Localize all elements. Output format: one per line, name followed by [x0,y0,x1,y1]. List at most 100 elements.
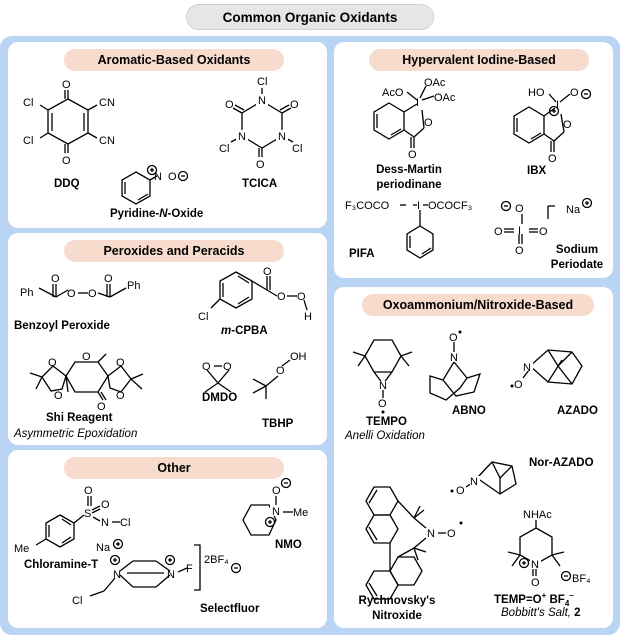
atom: O [67,288,76,300]
atom: F [186,563,193,575]
header-other: Other [64,457,284,479]
atom: N [450,352,458,364]
label-shi-subtitle: Asymmetric Epoxidation [14,428,138,440]
atom: O [408,149,417,161]
label-mcpba: m-CPBA [221,325,268,337]
atom: I [556,99,559,111]
atom: N [272,506,280,518]
atom: Na [566,204,581,216]
atom: CN [99,135,115,147]
atom: Cl [198,311,208,323]
atom: NHAc [523,509,552,521]
label-dmdo: DMDO [202,392,238,404]
atom: O [51,273,60,285]
header-aromatic: Aromatic-Based Oxidants [64,49,284,71]
atom: O [223,361,232,373]
atom: O [539,226,548,238]
label-nor-azado: Nor-AZADO [529,457,594,469]
atom: N [470,476,478,488]
atom: H [304,311,312,323]
atom: O [276,365,285,377]
atom: O [202,361,211,373]
label-tbhp: TBHP [262,418,294,430]
atom: O [514,379,523,391]
atom: O [62,79,71,91]
label-chloramine-t: Chloramine-T [24,559,99,571]
panel-hypervalent [334,42,613,278]
atom: N [101,517,109,529]
atom: N [167,569,175,581]
atom: O [378,398,387,410]
atom: O [456,485,465,497]
panel-peroxides [8,233,327,445]
label-rychnovsky: Rychnovsky's Nitroxide [358,595,436,622]
atom: N [258,95,266,107]
label-abno: ABNO [452,405,486,417]
header-oxoammonium: Oxoammonium/Nitroxide-Based [362,294,594,316]
atom: Cl [219,143,229,155]
atom: N [278,131,286,143]
atom: O [104,273,113,285]
atom: Na [96,542,111,554]
atom: O [515,203,524,215]
atom: O [225,99,234,111]
atom: I [416,97,419,109]
atom: OAc [424,77,446,89]
atom: O [548,153,557,165]
label-ibx: IBX [527,165,547,177]
atom: OCOCF₃ [428,200,472,212]
atom: Cl [72,595,82,607]
panel-aromatic [8,42,327,228]
atom: I [518,225,521,237]
atom: O [84,485,93,497]
atom: Cl [120,517,130,529]
label-tempo: TEMPO [366,416,407,428]
atom: AcO [382,87,404,99]
atom: N [154,171,162,183]
atom: N [379,380,387,392]
atom: Ph [127,280,140,292]
atom: Cl [23,97,33,109]
page-title: Common Organic Oxidants [186,4,434,30]
label-bobbitt-subtitle: Bobbitt's Salt, 2 [501,607,581,619]
label-tempo-subtitle: Anelli Oxidation [345,430,425,442]
header-hypervalent: Hypervalent Iodine-Based [369,49,589,71]
atom: O [297,291,306,303]
label-nmo: NMO [275,539,302,551]
atom: O [62,155,71,167]
atom: O [424,117,433,129]
header-peroxides: Peroxides and Peracids [64,240,284,262]
atom: O [263,266,272,278]
atom: 2BF₄ [204,554,229,566]
atom: BF₄ [572,573,591,585]
atom: O [277,291,286,303]
atom: O [290,99,299,111]
atom: O [531,577,540,589]
atom: O [563,119,572,131]
atom: O [54,390,63,402]
atom: O [272,485,281,497]
atom: O [116,390,125,402]
atom: S [84,508,91,520]
atom: OH [290,351,307,363]
label-dmp: Dess-Martin periodinane [376,164,442,191]
atom: OAc [434,92,456,104]
atom: Me [14,543,29,555]
atom: Cl [257,76,267,88]
atom: N [427,528,435,540]
